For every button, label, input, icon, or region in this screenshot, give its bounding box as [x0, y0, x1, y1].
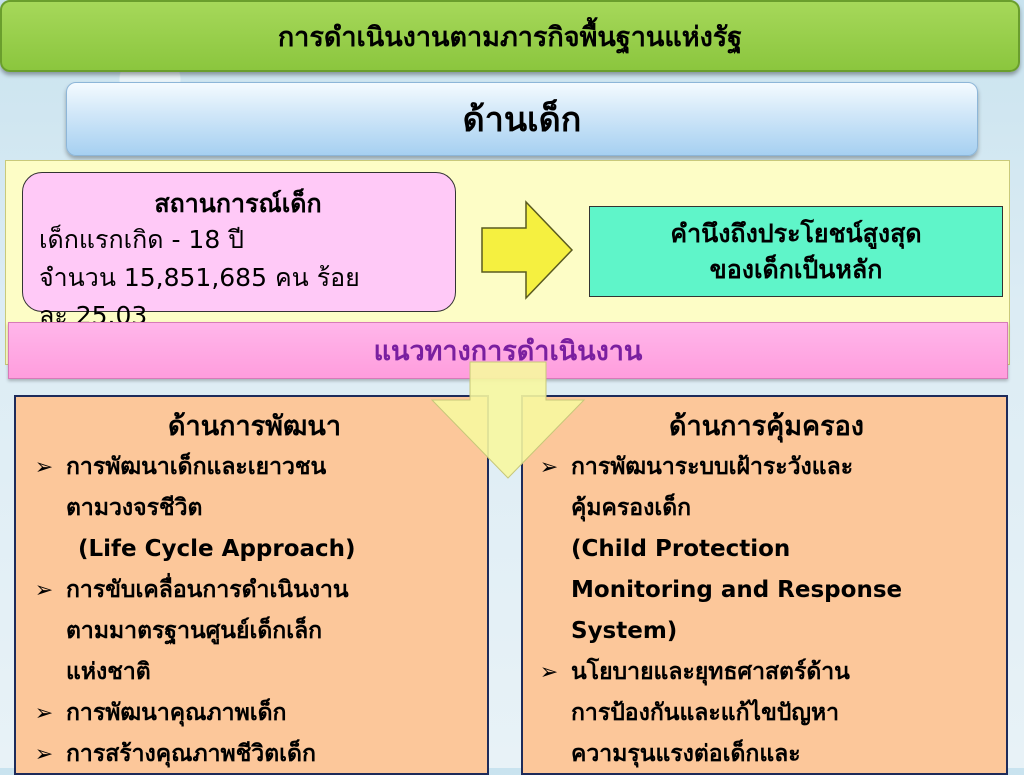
down-arrow-icon [430, 361, 586, 479]
situation-line-1: เด็กแรกเกิด - 18 ปี [39, 225, 245, 254]
arrow-bullet-icon: ➢ [34, 578, 54, 603]
list-item: ➢ การพัฒนาระบบเฝ้าระวังและ คุ้มครองเด็ก … [537, 447, 996, 652]
arrow-bullet-icon: ➢ [34, 701, 54, 726]
page-title: การดำเนินงานตามภารกิจพื้นฐานแห่งรัฐ [277, 21, 743, 53]
goal-box: คำนึงถึงประโยชน์สูงสุด ของเด็กเป็นหลัก [589, 206, 1003, 297]
protection-title: ด้านการคุ้มครอง [669, 411, 864, 442]
list-item: ➢ นโยบายและยุทธศาสตร์ด้าน การป้องกันและแ… [537, 652, 996, 775]
development-list: ➢ การพัฒนาเด็กและเยาวชน ตามวงจรชีวิต (Li… [32, 447, 477, 775]
situation-title: สถานการณ์เด็ก [154, 189, 322, 218]
situation-line-2: จำนวน 15,851,685 คน ร้อย [39, 263, 360, 292]
situation-box: สถานการณ์เด็ก เด็กแรกเกิด - 18 ปี จำนวน … [22, 172, 456, 330]
list-item: ➢ การพัฒนาคุณภาพเด็ก [32, 693, 477, 734]
protection-column: ด้านการคุ้มครอง ➢ การพัฒนาระบบเฝ้าระวังแ… [521, 395, 1008, 775]
list-item: ➢ การขับเคลื่อนการดำเนินงาน ตามมาตรฐานศู… [32, 570, 477, 693]
protection-list: ➢ การพัฒนาระบบเฝ้าระวังและ คุ้มครองเด็ก … [537, 447, 996, 775]
development-title: ด้านการพัฒนา [168, 411, 341, 442]
header-title-bar: การดำเนินงานตามภารกิจพื้นฐานแห่งรัฐ [0, 0, 1020, 72]
section-title: ด้านเด็ก [462, 100, 582, 140]
goal-line-1: คำนึงถึงประโยชน์สูงสุด [670, 218, 922, 248]
right-arrow-icon [481, 200, 574, 300]
arrow-bullet-icon: ➢ [34, 455, 54, 480]
development-column: ด้านการพัฒนา ➢ การพัฒนาเด็กและเยาวชน ตาม… [14, 395, 489, 775]
goal-line-2: ของเด็กเป็นหลัก [709, 254, 883, 284]
arrow-bullet-icon: ➢ [34, 742, 54, 767]
list-item: ➢ การสร้างคุณภาพชีวิตเด็ก [32, 734, 477, 775]
arrow-bullet-icon: ➢ [539, 660, 559, 685]
arrow-bullet-icon: ➢ [539, 455, 559, 480]
section-title-bar: ด้านเด็ก [66, 82, 978, 156]
list-item: ➢ การพัฒนาเด็กและเยาวชน ตามวงจรชีวิต (Li… [32, 447, 477, 570]
